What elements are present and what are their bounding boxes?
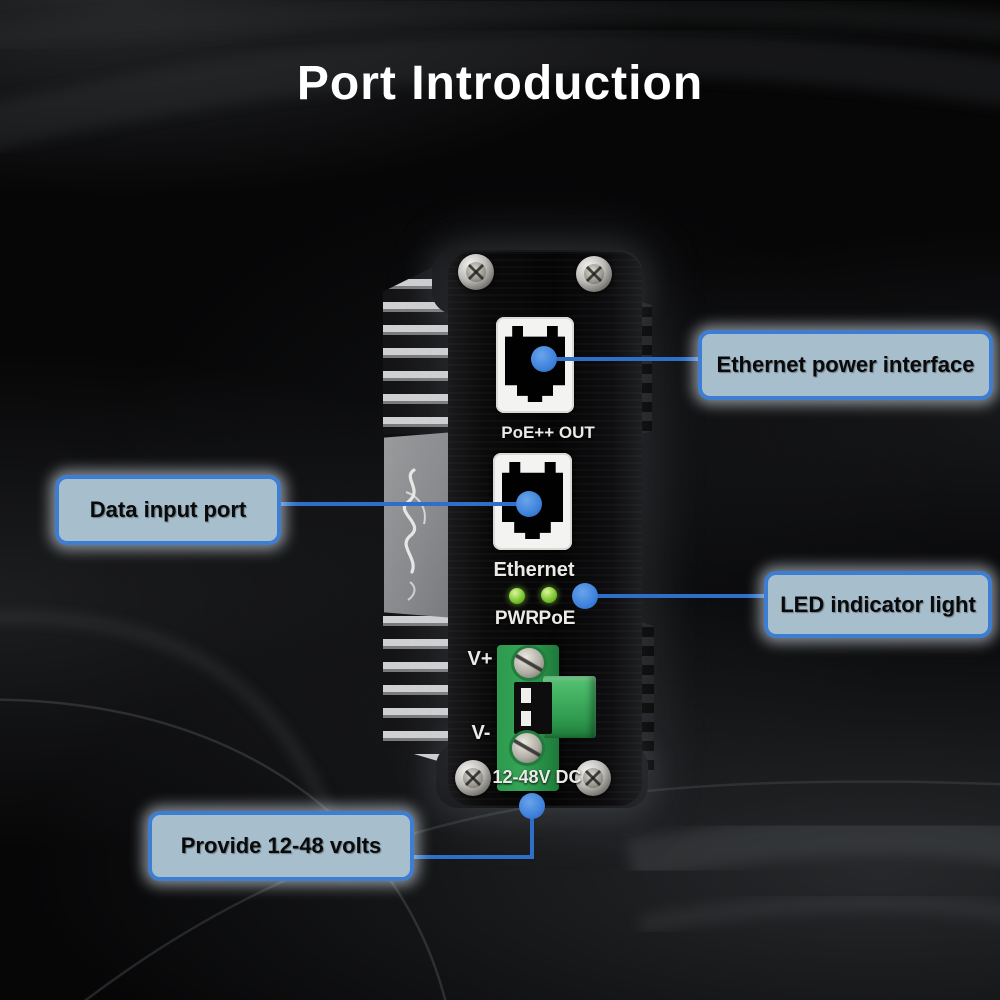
connector-dot-led (572, 583, 598, 609)
brand-logo-icon (402, 468, 426, 601)
terminal-label-vplus: V+ (467, 648, 493, 670)
dc-terminal-recess (514, 682, 552, 734)
callout-ethernet-power-interface: Ethernet power interface (698, 330, 993, 400)
callout-label: Provide 12-48 volts (180, 833, 382, 858)
connector-dot-volts (519, 793, 545, 819)
dc-terminal-contact-2 (521, 711, 531, 726)
terminal-screw-top (514, 648, 544, 678)
screw-top-right (576, 256, 612, 292)
connector-dot-ethernet-power (531, 346, 557, 372)
connector-line-led (586, 594, 766, 598)
port-label-ethernet: Ethernet (493, 559, 575, 581)
callout-led-indicator-light: LED indicator light (764, 571, 992, 638)
callout-label: Data input port (89, 497, 247, 522)
led-label-poe: PoE (538, 608, 576, 629)
dc-terminal-contact-1 (521, 688, 531, 703)
power-rating-label: 12-48V DC (492, 767, 582, 787)
terminal-label-vminus: V- (471, 722, 491, 744)
connector-line-data-input (271, 502, 531, 506)
poe-led-icon (541, 587, 557, 603)
connector-dot-data-input (516, 491, 542, 517)
heatsink-fins-bottom (383, 616, 455, 766)
port-label-poe-out: PoE++ OUT (501, 423, 595, 442)
callout-data-input-port: Data input port (55, 475, 281, 545)
connector-line-volts-horizontal (404, 855, 534, 859)
screw-top-left (458, 254, 494, 290)
callout-provide-12-48-volts: Provide 12-48 volts (148, 811, 414, 881)
heatsink-side-panel (384, 432, 455, 618)
connector-line-volts-vertical (530, 806, 534, 859)
screw-bottom-left (455, 760, 491, 796)
screw-bottom-right (575, 760, 611, 796)
terminal-screw-bottom (512, 733, 542, 763)
callout-label: LED indicator light (780, 591, 976, 617)
callout-label: Ethernet power interface (716, 352, 975, 377)
connector-line-ethernet-power (556, 357, 700, 361)
led-label-pwr: PWR (494, 608, 540, 629)
page-title: Port Introduction (296, 57, 704, 110)
pwr-led-icon (509, 588, 525, 604)
